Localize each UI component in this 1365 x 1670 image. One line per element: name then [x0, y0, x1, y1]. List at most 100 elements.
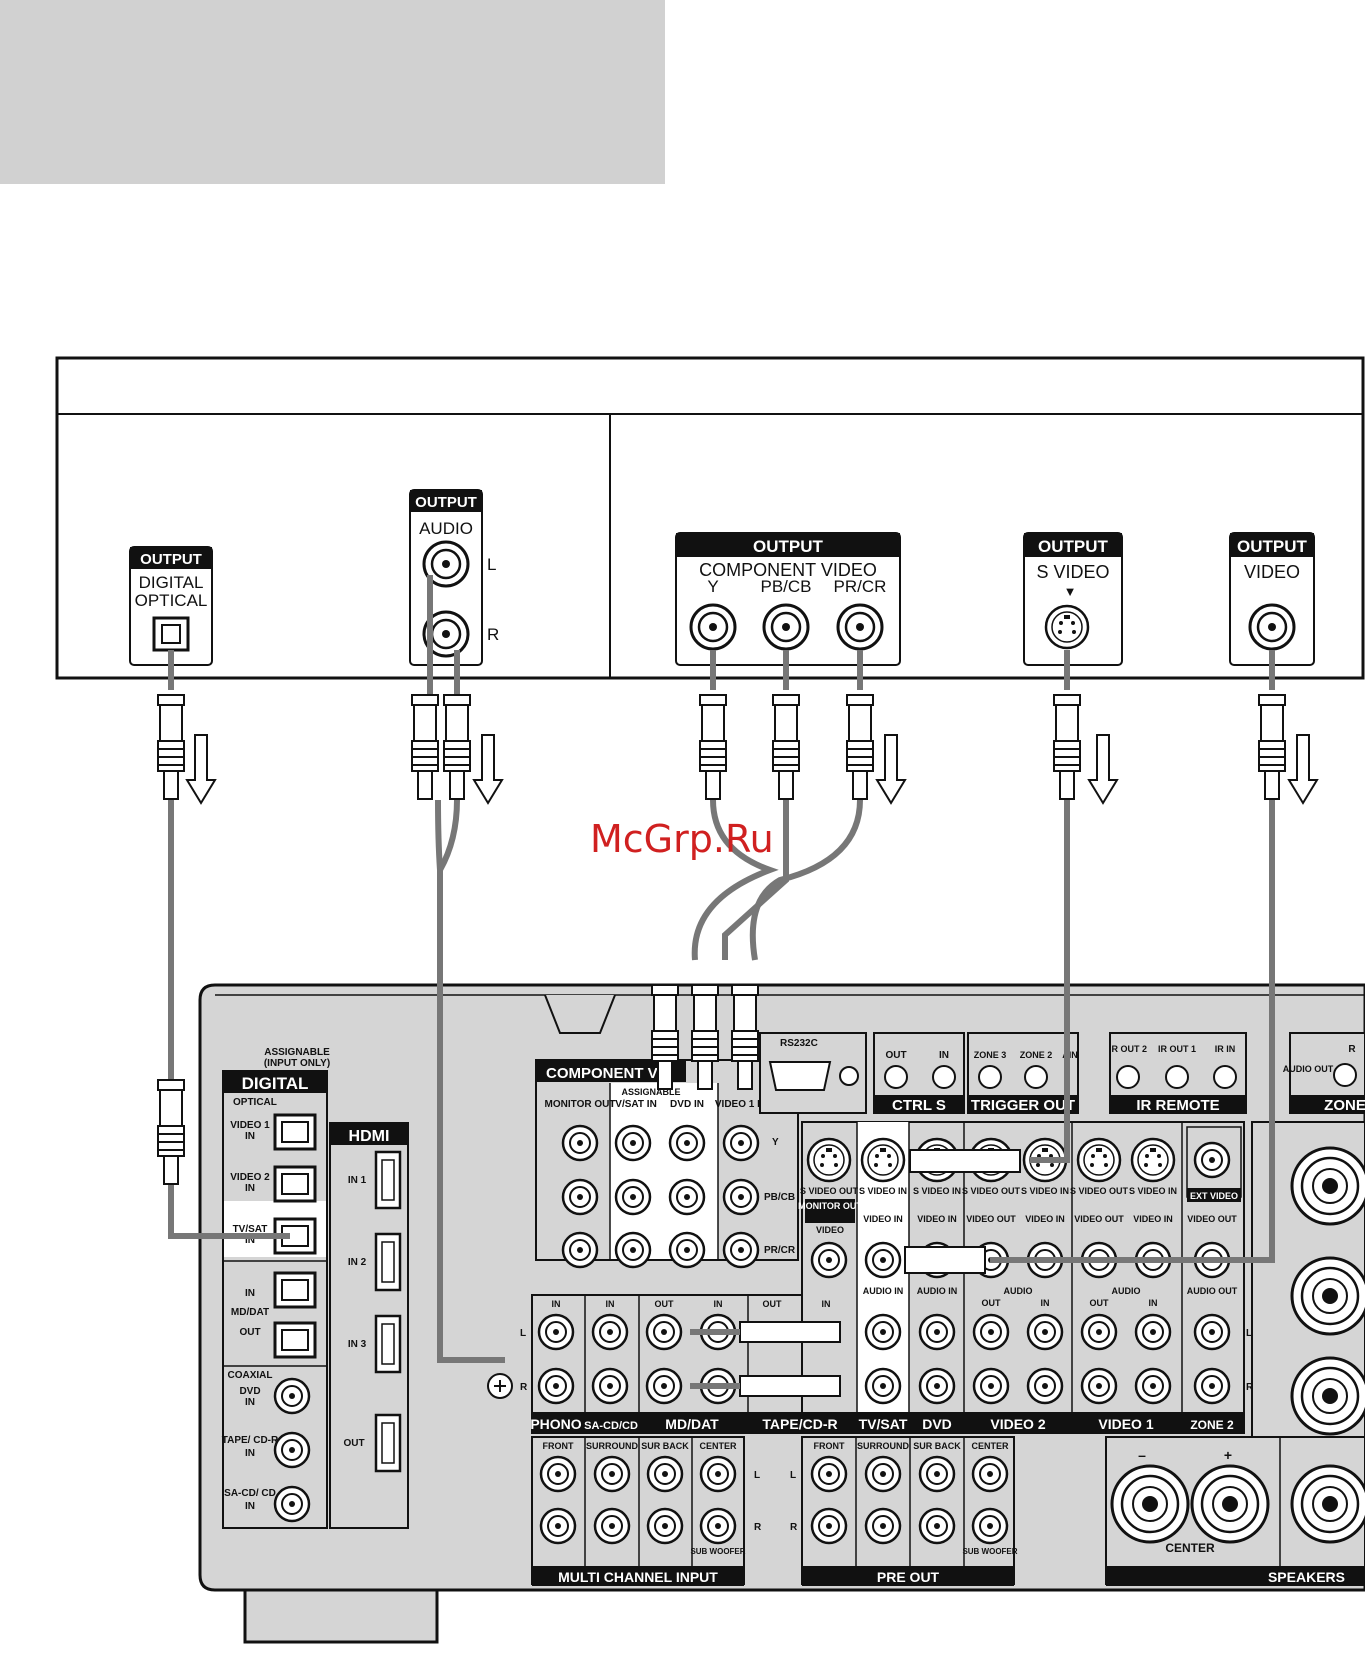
svg-text:L: L: [754, 1470, 760, 1481]
svg-text:OUT: OUT: [239, 1327, 260, 1338]
audio-output-title: AUDIO: [419, 519, 473, 538]
svg-text:OUT: OUT: [1090, 1298, 1110, 1308]
svg-text:IN: IN: [822, 1299, 831, 1309]
svg-text:VIDEO OUT: VIDEO OUT: [966, 1214, 1016, 1224]
component-input-section: COMPONENT VI ASSIGNABLE MONITOR OUT TV/S…: [535, 1059, 799, 1269]
svg-text:VIDEO 1: VIDEO 1: [1098, 1416, 1153, 1432]
cables: [168, 575, 1275, 1363]
svg-text:R: R: [520, 1382, 528, 1393]
svg-text:SA-CD/CD: SA-CD/CD: [584, 1420, 638, 1432]
svg-text:VIDEO OUT: VIDEO OUT: [1187, 1214, 1237, 1224]
svg-text:AUDIO IN: AUDIO IN: [917, 1286, 958, 1296]
digital-mddat: MD/DAT: [231, 1307, 269, 1318]
svg-text:IN: IN: [552, 1299, 561, 1309]
svg-text:OUT: OUT: [655, 1299, 675, 1309]
svg-text:DVD: DVD: [922, 1416, 952, 1432]
svg-text:VIDEO 1 IN: VIDEO 1 IN: [715, 1099, 767, 1110]
svg-text:IN 3: IN 3: [348, 1339, 367, 1350]
digital-video2: VIDEO 2: [230, 1172, 270, 1183]
svg-text:IN: IN: [245, 1183, 255, 1194]
svg-text:–: –: [1138, 1447, 1146, 1463]
digital-input-only: (INPUT ONLY): [264, 1058, 330, 1069]
svg-text:DVD: DVD: [239, 1386, 260, 1397]
svg-text:SUB WOOFER: SUB WOOFER: [962, 1547, 1017, 1556]
multi-channel-input: FRONT SURROUND SUR BACK CENTER SUB WOOFE…: [531, 1436, 746, 1586]
svg-text:VIDEO 2: VIDEO 2: [990, 1416, 1045, 1432]
svg-text:IN: IN: [245, 1131, 255, 1142]
hdmi-section: HDMI IN 1 IN 2 IN 3 OUT: [329, 1122, 409, 1529]
component-output-header: OUTPUT: [753, 537, 824, 556]
svg-text:L: L: [790, 1470, 796, 1481]
svg-text:OUT: OUT: [343, 1438, 364, 1449]
video-output: OUTPUT VIDEO: [1229, 532, 1315, 666]
svg-text:FRONT: FRONT: [543, 1441, 574, 1451]
svg-text:CENTER: CENTER: [699, 1441, 737, 1451]
audio-plugs-receiver: [690, 1149, 1021, 1397]
component-output-pr: PR/CR: [834, 577, 887, 596]
svg-text:S VIDEO IN: S VIDEO IN: [913, 1186, 961, 1196]
svg-text:ZONE 2: ZONE 2: [1190, 1418, 1234, 1432]
svideo-output-arrow: ▼: [1064, 584, 1077, 599]
svg-text:R: R: [1246, 1382, 1254, 1393]
svg-text:IN: IN: [245, 1448, 255, 1459]
rs232c-port: RS232C: [759, 1032, 867, 1114]
svideo-output-header: OUTPUT: [1038, 537, 1109, 556]
svg-text:VIDEO OUT: VIDEO OUT: [1074, 1214, 1124, 1224]
svg-text:AUDIO: AUDIO: [1112, 1286, 1141, 1296]
svg-text:S VIDEO IN: S VIDEO IN: [859, 1186, 907, 1196]
svg-text:SUB WOOFER: SUB WOOFER: [690, 1547, 745, 1556]
svg-text:PR/CR: PR/CR: [764, 1245, 796, 1256]
component-output-title: COMPONENT VIDEO: [699, 560, 877, 580]
svg-text:ZONE 2: ZONE 2: [1020, 1050, 1053, 1060]
svg-text:IN: IN: [245, 1235, 255, 1246]
svg-text:IR IN: IR IN: [1215, 1044, 1236, 1054]
input-labels-bar: PHONO SA-CD/CD MD/DAT TAPE/CD-R TV/SAT D…: [530, 1412, 1244, 1434]
svg-text:DVD IN: DVD IN: [670, 1099, 704, 1110]
svg-text:IN 2: IN 2: [348, 1257, 367, 1268]
svg-text:L: L: [1246, 1328, 1252, 1339]
video-output-header: OUTPUT: [1237, 537, 1308, 556]
svg-text:OUT: OUT: [982, 1298, 1002, 1308]
svg-text:SA-CD/ CD: SA-CD/ CD: [224, 1488, 276, 1499]
component-output-pb: PB/CB: [760, 577, 811, 596]
pre-out-section: FRONT SURROUND SUR BACK CENTER SUB WOOFE…: [754, 1436, 1018, 1586]
digital-assignable: ASSIGNABLE: [264, 1047, 330, 1058]
optical-output: OUTPUT DIGITAL OPTICAL: [129, 546, 213, 666]
svg-text:IN: IN: [245, 1501, 255, 1512]
svg-text:R: R: [790, 1522, 798, 1533]
svg-text:AUDIO IN: AUDIO IN: [863, 1286, 904, 1296]
digital-tvsat: TV/SAT: [233, 1224, 268, 1235]
svg-text:VIDEO IN: VIDEO IN: [1133, 1214, 1173, 1224]
svg-text:TV/SAT: TV/SAT: [859, 1416, 908, 1432]
svg-text:RS232C: RS232C: [780, 1038, 818, 1049]
svg-text:MONITOR OUT: MONITOR OUT: [545, 1099, 616, 1110]
svg-text:S VIDEO IN: S VIDEO IN: [1129, 1186, 1177, 1196]
optical-output-header: OUTPUT: [140, 551, 202, 568]
svg-text:AUDIO OUT: AUDIO OUT: [1187, 1286, 1238, 1296]
svg-text:CTRL S: CTRL S: [892, 1097, 946, 1114]
svg-text:MULTI CHANNEL INPUT: MULTI CHANNEL INPUT: [558, 1569, 718, 1585]
svg-text:MD/DAT: MD/DAT: [665, 1416, 719, 1432]
svg-text:S VIDEO OUT: S VIDEO OUT: [962, 1186, 1021, 1196]
svg-text:IN: IN: [245, 1288, 255, 1299]
svg-text:VIDEO IN: VIDEO IN: [1025, 1214, 1065, 1224]
svg-text:FRONT: FRONT: [814, 1441, 845, 1451]
optical-output-line2: OPTICAL: [135, 591, 208, 610]
audio-output-r: R: [487, 625, 499, 644]
svg-text:SURROUND: SURROUND: [857, 1441, 910, 1451]
digital-video1: VIDEO 1: [230, 1120, 270, 1131]
svg-text:TRIGGER OUT: TRIGGER OUT: [971, 1097, 1075, 1114]
component-input-title: COMPONENT VI: [546, 1065, 662, 1082]
component-output-y: Y: [707, 577, 718, 596]
svg-text:PRE OUT: PRE OUT: [877, 1569, 940, 1585]
svg-text:IN 1: IN 1: [348, 1175, 367, 1186]
svg-text:VIDEO IN: VIDEO IN: [863, 1214, 903, 1224]
audio-output-header: OUTPUT: [415, 494, 477, 511]
svg-text:IN: IN: [1149, 1298, 1158, 1308]
svg-text:IR REMOTE: IR REMOTE: [1136, 1097, 1219, 1114]
svg-text:MONITOR OUT: MONITOR OUT: [798, 1201, 862, 1211]
svg-text:TAPE/ CD-R: TAPE/ CD-R: [222, 1435, 279, 1446]
video-output-title: VIDEO: [1244, 562, 1300, 582]
svg-text:SURROUND: SURROUND: [586, 1441, 639, 1451]
